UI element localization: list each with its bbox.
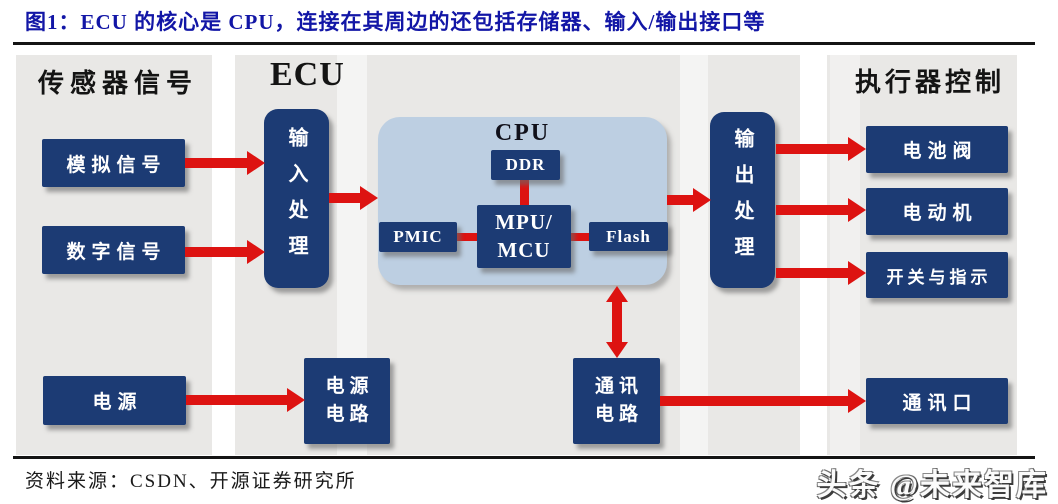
arrow-comm-circuit-to-comm-port bbox=[660, 389, 866, 413]
output-processing-label: 输出处理 bbox=[731, 128, 753, 272]
ddr-box: DDR bbox=[491, 150, 560, 180]
source-note: 资料来源：CSDN、开源证券研究所 bbox=[25, 471, 357, 492]
sensor-section-header: 传感器信号 bbox=[38, 69, 199, 98]
arrow-analog-to-input bbox=[185, 151, 265, 175]
arrow-output-to-battery-valve bbox=[776, 137, 866, 161]
arrow-output-to-switch bbox=[776, 261, 866, 285]
comm-port-box: 通讯口 bbox=[866, 378, 1008, 424]
background-stripe bbox=[830, 55, 860, 455]
background-stripe bbox=[680, 55, 708, 455]
ddr-label: DDR bbox=[505, 155, 546, 174]
switch-indicator-box: 开关与指示 bbox=[866, 252, 1008, 298]
input-processing-label: 输入处理 bbox=[285, 126, 307, 271]
arrow-digital-to-input bbox=[185, 240, 265, 264]
arrow-cpu-comm-circuit-bidirectional bbox=[606, 286, 628, 358]
ecu-section-header: ECU bbox=[270, 56, 345, 93]
input-processing-box: 输入处理 bbox=[264, 109, 329, 288]
watermark: 头条 @未来智库 bbox=[816, 469, 1048, 502]
analog-signal-box: 模拟信号 bbox=[42, 139, 185, 187]
arrow-output-to-motor bbox=[776, 198, 866, 222]
title-underline bbox=[13, 42, 1035, 45]
output-processing-box: 输出处理 bbox=[710, 112, 775, 288]
power-circuit-line2: 电路 bbox=[325, 404, 374, 425]
pmic-label: PMIC bbox=[393, 227, 443, 246]
power-circuit-line1: 电源 bbox=[325, 376, 374, 398]
comm-circuit-line1: 通讯 bbox=[594, 376, 643, 398]
battery-valve-label: 电池阀 bbox=[902, 141, 978, 162]
comm-circuit-line2: 电路 bbox=[594, 404, 643, 425]
comm-port-label: 通讯口 bbox=[902, 392, 978, 414]
switch-indicator-label: 开关与指示 bbox=[886, 267, 992, 287]
analog-signal-label: 模拟信号 bbox=[66, 154, 167, 176]
digital-signal-label: 数字信号 bbox=[66, 241, 167, 263]
pmic-box: PMIC bbox=[379, 222, 457, 252]
connector-ddr-mpu bbox=[520, 179, 529, 207]
arrow-cpu-to-output bbox=[667, 188, 711, 212]
flash-box: Flash bbox=[589, 222, 668, 251]
battery-valve-box: 电池阀 bbox=[866, 126, 1008, 173]
power-label: 电源 bbox=[92, 392, 143, 413]
cpu-group-label: CPU bbox=[494, 120, 551, 146]
motor-label: 电动机 bbox=[902, 203, 978, 224]
figure-title: 图1：ECU 的核心是 CPU，连接在其周边的还包括存储器、输入/输出接口等 bbox=[25, 10, 766, 34]
comm-circuit-box: 通讯 电路 bbox=[573, 358, 660, 444]
mpu-mcu-box: MPU/ MCU bbox=[477, 205, 571, 268]
arrow-input-to-cpu bbox=[329, 186, 378, 210]
digital-signal-box: 数字信号 bbox=[42, 226, 185, 274]
power-box: 电源 bbox=[43, 376, 186, 425]
power-circuit-box: 电源 电路 bbox=[304, 358, 390, 444]
mpu-label-line2: MCU bbox=[497, 237, 551, 262]
footer-divider bbox=[13, 456, 1035, 459]
flash-label: Flash bbox=[606, 226, 651, 246]
arrow-power-to-power-circuit bbox=[186, 388, 305, 412]
mpu-label-line1: MPU/ bbox=[495, 210, 553, 235]
actuator-section-header: 执行器控制 bbox=[855, 68, 1006, 97]
connector-mpu-flash bbox=[570, 233, 590, 241]
motor-box: 电动机 bbox=[866, 188, 1008, 235]
connector-pmic-mpu bbox=[455, 233, 478, 241]
